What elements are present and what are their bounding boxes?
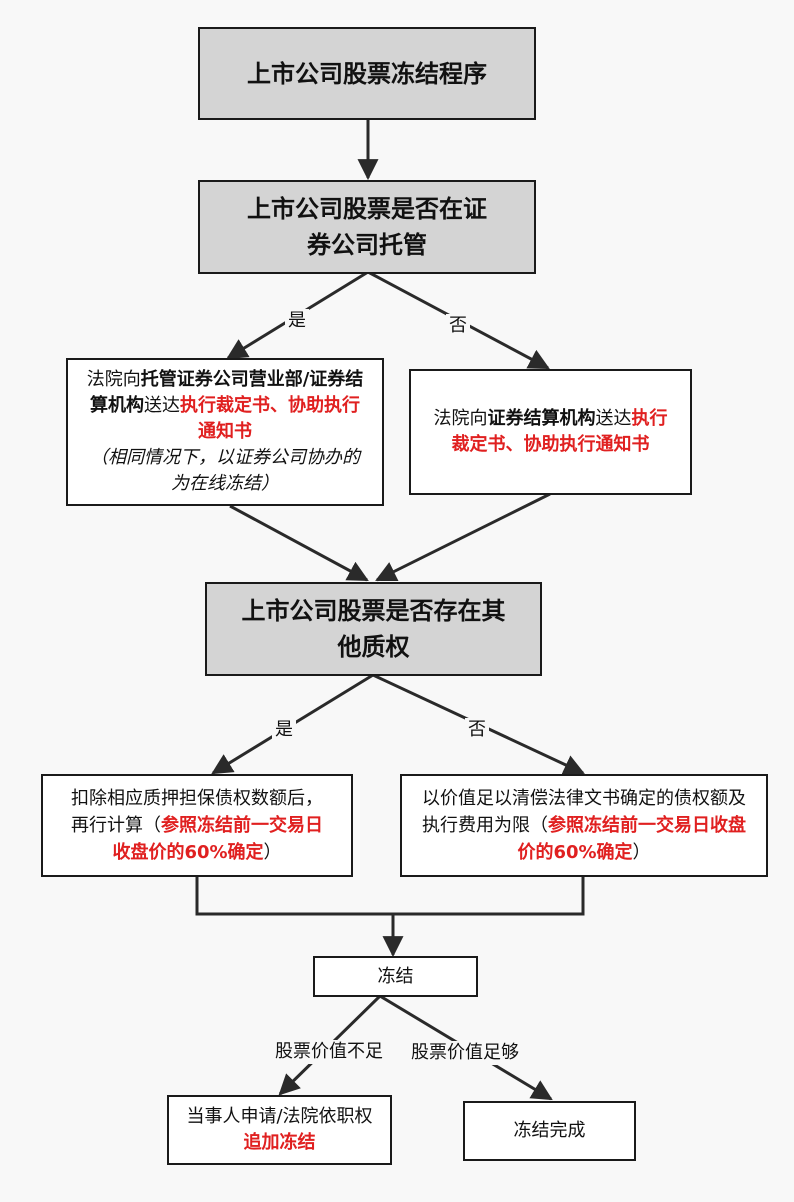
node-freeze: 冻结	[313, 956, 478, 997]
edge-label-yes-2: 是	[272, 718, 296, 742]
custody-no-text-1: 法院向	[433, 408, 488, 429]
node-pledge-yes-action: 扣除相应质押担保债权数额后，再行计算（参照冻结前一交易日收盘价的60%确定）	[41, 774, 353, 877]
edge-nobox-to-pledge	[375, 492, 551, 582]
edge-yesbox-to-pledge	[229, 504, 369, 582]
node-freeze-complete: 冻结完成	[463, 1101, 636, 1161]
edge-label-insufficient: 股票价值不足	[272, 1040, 386, 1064]
node-pledge-no-action: 以价值足以清偿法律文书确定的债权额及执行费用为限（参照冻结前一交易日收盘价的60…	[400, 774, 768, 877]
custody-yes-target: 托管证券公司营业部/证券结算机构	[90, 369, 364, 416]
custody-yes-documents: 执行裁定书、协助执行通知书	[180, 395, 360, 442]
node-custody-question: 上市公司股票是否在证券公司托管	[198, 180, 536, 274]
node-pledge-question: 上市公司股票是否存在其他质权	[205, 582, 542, 676]
pledge-no-text-2: ）	[632, 842, 651, 863]
pledge-yes-reference: 参照冻结前一交易日收盘价的60%确定	[112, 815, 323, 863]
edge-label-no-1: 否	[446, 314, 470, 338]
custody-yes-note: （相同情况下，以证券公司协办的为在线冻结）	[90, 447, 360, 494]
node-custody-no-action: 法院向证券结算机构送达执行裁定书、协助执行通知书	[409, 369, 692, 495]
custody-yes-text-2: 送达	[144, 395, 180, 416]
edge-merge-bracket	[195, 876, 585, 916]
custody-no-target: 证券结算机构	[487, 408, 596, 429]
pledge-yes-text-2: ）	[263, 842, 282, 863]
node-freeze-text: 冻结	[377, 965, 414, 987]
apply-text-1: 当事人申请/法院依职权	[186, 1106, 373, 1127]
node-apply-additional-freeze: 当事人申请/法院依职权追加冻结	[167, 1095, 392, 1165]
node-pledge-question-text: 上市公司股票是否存在其他质权	[241, 597, 506, 661]
node-custody-yes-action: 法院向托管证券公司营业部/证券结算机构送达执行裁定书、协助执行通知书 （相同情况…	[66, 358, 384, 506]
node-custody-question-text: 上市公司股票是否在证券公司托管	[247, 195, 487, 259]
pledge-yes-text-1: 扣除相应质押担保债权数额后，再行计算（	[71, 788, 323, 836]
edge-label-sufficient: 股票价值足够	[408, 1041, 522, 1065]
pledge-no-text-1: 以价值足以清偿法律文书确定的债权额及执行费用为限（	[422, 788, 746, 836]
edge-label-yes-1: 是	[285, 309, 309, 333]
pledge-no-reference: 参照冻结前一交易日收盘价的60%确定	[517, 815, 746, 863]
node-start: 上市公司股票冻结程序	[198, 27, 536, 120]
apply-additional-freeze: 追加冻结	[243, 1132, 316, 1153]
custody-no-documents: 执行裁定书、协助执行通知书	[451, 408, 668, 455]
node-start-text: 上市公司股票冻结程序	[247, 59, 487, 88]
edge-label-no-2: 否	[465, 718, 489, 742]
custody-yes-text-1: 法院向	[86, 369, 141, 390]
custody-no-text-2: 送达	[595, 408, 632, 429]
node-freeze-complete-text: 冻结完成	[513, 1120, 586, 1141]
